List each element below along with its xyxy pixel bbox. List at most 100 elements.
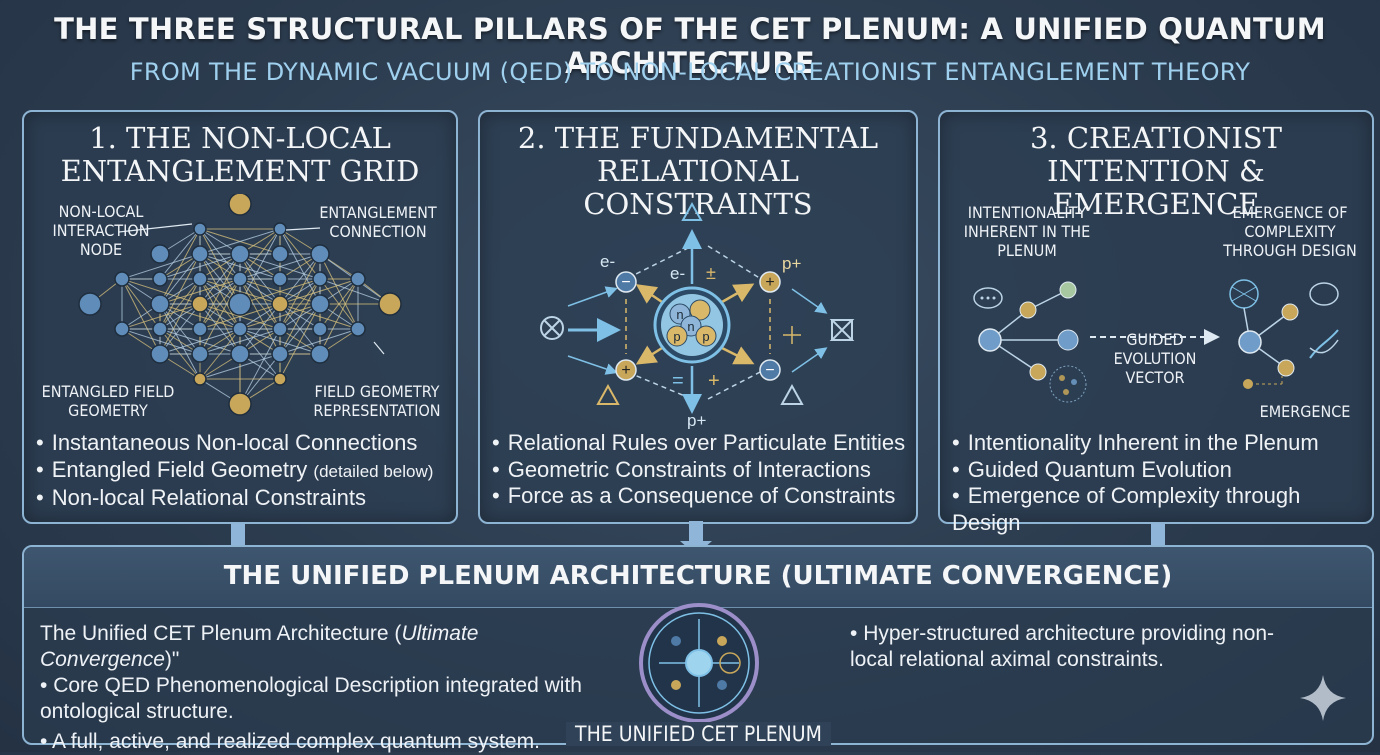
grid-node bbox=[271, 345, 289, 363]
grid-node bbox=[271, 295, 289, 313]
list-item: Geometric Constraints of Interactions bbox=[492, 457, 905, 484]
entanglement-line bbox=[159, 253, 241, 280]
entanglement-grid-diagram bbox=[78, 194, 402, 416]
list-item: Force as a Consequence of Constraints bbox=[492, 483, 905, 510]
label-pointer bbox=[285, 227, 321, 231]
p-plus-label: p+ bbox=[782, 254, 801, 273]
unified-plenum-emblem bbox=[639, 603, 759, 723]
grid-node bbox=[228, 194, 252, 216]
electron-sign: − bbox=[765, 362, 774, 379]
label-guided-evolution: GUIDED EVOLUTION VECTOR bbox=[1113, 330, 1197, 387]
unified-left-text: The Unified CET Plenum Architecture (Ult… bbox=[40, 621, 620, 755]
network-node bbox=[1057, 329, 1079, 351]
grid-node bbox=[271, 245, 289, 263]
grid-node bbox=[152, 271, 168, 287]
nucleon-label: p bbox=[702, 329, 709, 344]
proton-node bbox=[615, 359, 637, 381]
list-item: Intentionality Inherent in the Plenum bbox=[952, 430, 1372, 457]
entanglement-line bbox=[159, 278, 241, 305]
e-minus-label: e- bbox=[600, 252, 615, 271]
entanglement-line bbox=[239, 303, 321, 330]
pillar-3-title: 3. CREATIONIST INTENTION & EMERGENCE bbox=[940, 122, 1372, 221]
entanglement-line bbox=[239, 253, 321, 280]
cross-arrows-icon bbox=[783, 326, 801, 344]
entanglement-line bbox=[199, 228, 281, 255]
triangle-icon bbox=[681, 201, 703, 221]
grid-node bbox=[228, 392, 252, 416]
pillar-1-title-line1: 1. THE NON-LOCAL bbox=[89, 121, 391, 155]
grid-node bbox=[192, 321, 208, 337]
nucleon-label: p bbox=[673, 329, 680, 344]
unified-right-text: • Hyper-structured architecture providin… bbox=[850, 621, 1310, 673]
plus-symbol: + bbox=[708, 370, 720, 392]
nucleons: n n p p bbox=[666, 299, 717, 347]
grid-node bbox=[192, 271, 208, 287]
unified-intro: The Unified CET Plenum Architecture (Ult… bbox=[40, 622, 479, 671]
proton-node bbox=[759, 271, 781, 293]
label-entangled-field-geometry: ENTANGLED FIELD GEOMETRY bbox=[41, 382, 175, 420]
network-node bbox=[1281, 303, 1299, 321]
grid-node bbox=[350, 321, 366, 337]
page-subtitle: FROM THE DYNAMIC VACUUM (QED) TO NON-LOC… bbox=[129, 58, 1251, 86]
eq-symbol: = bbox=[672, 370, 684, 392]
pm-symbol: ± bbox=[706, 263, 716, 283]
entanglement-line bbox=[121, 278, 161, 330]
entanglement-line bbox=[319, 278, 391, 305]
entanglement-line bbox=[279, 328, 359, 355]
e-minus-label: e- bbox=[670, 264, 685, 283]
label-pointer bbox=[118, 223, 193, 233]
unified-title: THE UNIFIED PLENUM ARCHITECTURE (ULTIMAT… bbox=[223, 561, 1173, 591]
pillar-3-panel: 3. CREATIONIST INTENTION & EMERGENCE INT… bbox=[938, 110, 1374, 535]
grid-node bbox=[150, 244, 170, 264]
entanglement-line bbox=[199, 328, 281, 355]
relational-constraints-diagram: n n p p − + + − e- e- ± p+ = + p+ bbox=[540, 201, 855, 429]
pillar-2-title: 2. THE FUNDAMENTAL RELATIONAL CONSTRAINT… bbox=[480, 122, 916, 221]
network-node bbox=[1277, 359, 1295, 377]
grid-node bbox=[310, 344, 330, 364]
list-item: • Hyper-structured architecture providin… bbox=[850, 622, 1275, 671]
unified-plenum-label: THE UNIFIED CET PLENUM bbox=[566, 722, 831, 746]
nucleon-label: n bbox=[687, 319, 694, 334]
grid-node bbox=[310, 294, 330, 314]
list-item: Non-local Relational Constraints bbox=[36, 485, 433, 512]
electron-node bbox=[615, 271, 637, 293]
entanglement-line bbox=[121, 328, 201, 355]
proton-sign: + bbox=[765, 274, 774, 291]
page-title: THE THREE STRUCTURAL PILLARS OF THE CET … bbox=[54, 12, 1326, 80]
unified-panel: THE UNIFIED PLENUM ARCHITECTURE (ULTIMAT… bbox=[22, 545, 1374, 753]
list-item: Guided Quantum Evolution bbox=[952, 457, 1372, 484]
sparkle-icon bbox=[1300, 675, 1346, 721]
entanglement-line bbox=[279, 303, 359, 330]
grid-node bbox=[272, 271, 288, 287]
dna-icon bbox=[1309, 329, 1339, 359]
label-intentionality: INTENTIONALITY INHERENT IN THE PLENUM bbox=[963, 203, 1091, 260]
network-node bbox=[1238, 330, 1262, 354]
network-node bbox=[1019, 301, 1037, 319]
grid-node bbox=[228, 292, 252, 316]
list-item: • Core QED Phenomenological Description … bbox=[40, 674, 582, 723]
entanglement-line bbox=[159, 328, 241, 355]
label-emergence-design: EMERGENCE OF COMPLEXITY THROUGH DESIGN bbox=[1223, 203, 1357, 260]
grid-node bbox=[150, 294, 170, 314]
grid-node bbox=[193, 222, 207, 236]
circle-cross-icon bbox=[540, 316, 564, 340]
grid-node bbox=[230, 244, 250, 264]
grid-node bbox=[230, 344, 250, 364]
hourglass-icon bbox=[829, 319, 855, 341]
grid-node bbox=[273, 222, 287, 236]
entanglement-line bbox=[121, 303, 201, 330]
grid-node bbox=[152, 321, 168, 337]
grid-node bbox=[78, 292, 102, 316]
electron-sign: − bbox=[621, 274, 630, 291]
grid-node bbox=[272, 321, 288, 337]
sparkle-node-icon bbox=[1243, 376, 1283, 389]
grid-node bbox=[232, 321, 248, 337]
brain-cloud-icon bbox=[1309, 282, 1339, 306]
grid-node bbox=[312, 271, 328, 287]
label-emergence: EMERGENCE bbox=[1259, 402, 1351, 421]
thought-cloud-icon bbox=[973, 287, 1003, 309]
network-sphere-icon bbox=[1229, 279, 1259, 309]
entanglement-line bbox=[121, 278, 201, 305]
grid-node bbox=[114, 321, 130, 337]
pillar-1-panel: 1. THE NON-LOCAL ENTANGLEMENT GRID NON-L… bbox=[22, 110, 458, 524]
